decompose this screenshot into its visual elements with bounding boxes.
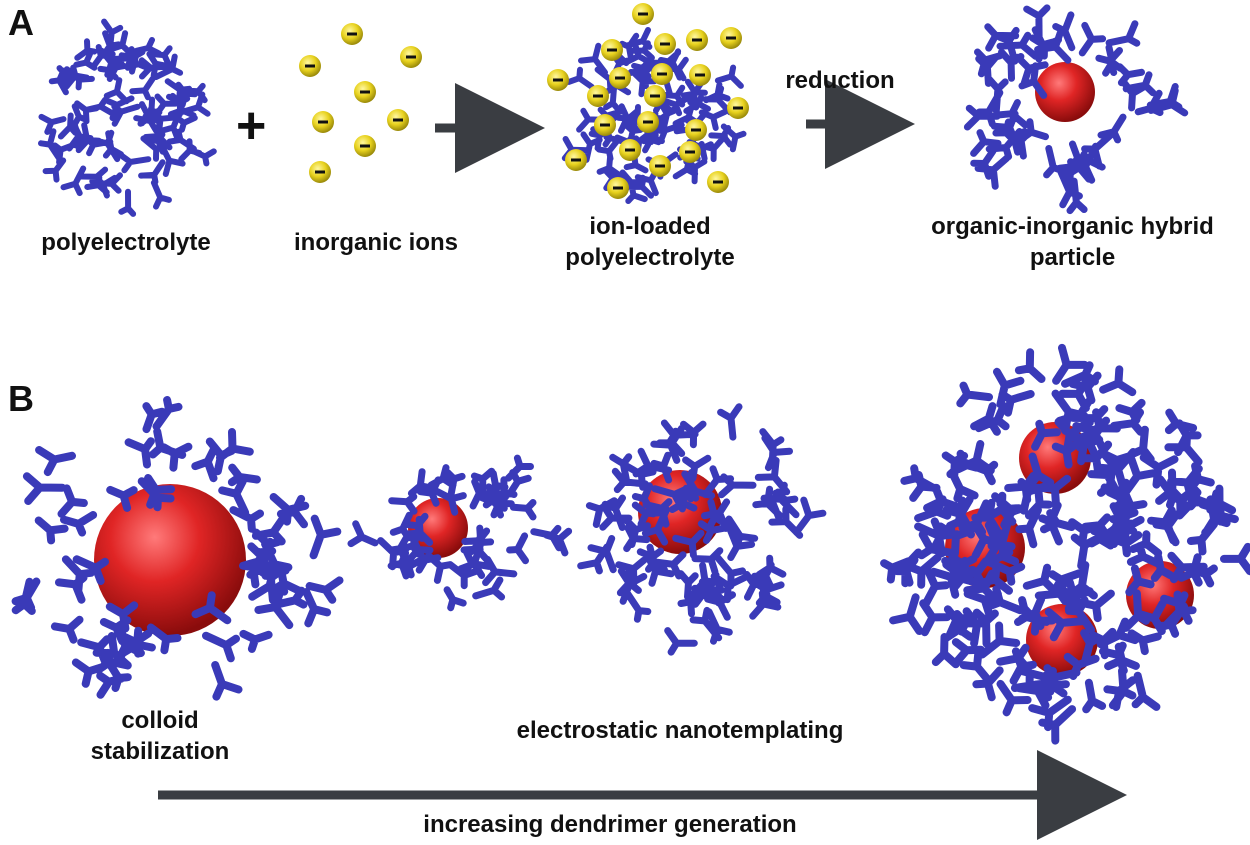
inorganic-ion: [619, 139, 641, 161]
inorganic-ion: [601, 39, 623, 61]
inorganic-ion: [651, 63, 673, 85]
inorganic-ion: [547, 69, 569, 91]
inorganic-ion: [654, 33, 676, 55]
label-reduction: reduction: [785, 67, 895, 94]
inorganic-ion: [679, 141, 701, 163]
label-hybrid-2: particle: [1029, 244, 1116, 271]
label-hybrid-1: organic-inorganic hybrid: [931, 213, 1214, 240]
hybrid-particle-core: [1035, 62, 1095, 122]
inorganic-ion: [609, 67, 631, 89]
inorganic-ion: [686, 29, 708, 51]
inorganic-ion: [707, 171, 729, 193]
inorganic-ion: [387, 109, 409, 131]
inorganic-ion: [594, 114, 616, 136]
inorganic-ion: [309, 161, 331, 183]
panel-a-letter: A: [8, 2, 34, 43]
inorganic-ion: [299, 55, 321, 77]
inorganic-ion: [354, 81, 376, 103]
inorganic-ion: [632, 3, 654, 25]
label-polyelectrolyte: polyelectrolyte: [41, 229, 211, 256]
inorganic-ion: [637, 111, 659, 133]
inorganic-ion: [644, 85, 666, 107]
inorganic-ion: [354, 135, 376, 157]
label-inorganic-ions: inorganic ions: [293, 229, 458, 256]
hybrid-particle-shell: [963, 4, 1189, 215]
label-ion-loaded-1: ion-loaded: [589, 213, 711, 240]
large-dendrimer: [880, 343, 1250, 745]
label-colloid-2: stabilization: [90, 738, 230, 765]
colloid-stabilizer-dendrimers: [11, 396, 344, 701]
inorganic-ion: [400, 46, 422, 68]
inorganic-ion: [607, 177, 629, 199]
inorganic-ion: [587, 85, 609, 107]
inorganic-ion: [689, 64, 711, 86]
panel-b-letter: B: [8, 378, 34, 419]
inorganic-ion: [565, 149, 587, 171]
label-nanotemplating: electrostatic nanotemplating: [516, 717, 844, 744]
label-ion-loaded-2: polyelectrolyte: [565, 244, 735, 271]
label-colloid-1: colloid: [121, 707, 199, 734]
small-dendrimer: [347, 454, 573, 612]
inorganic-ion: [727, 97, 749, 119]
plus-sign: +: [236, 97, 267, 155]
label-generation-axis: increasing dendrimer generation: [423, 811, 797, 838]
inorganic-ion: [312, 111, 334, 133]
inorganic-ion: [685, 119, 707, 141]
inorganic-ion: [720, 27, 742, 49]
polyelectrolyte-molecule: [38, 18, 217, 217]
inorganic-ion: [341, 23, 363, 45]
medium-dendrimer: [577, 403, 827, 656]
inorganic-ion: [649, 155, 671, 177]
